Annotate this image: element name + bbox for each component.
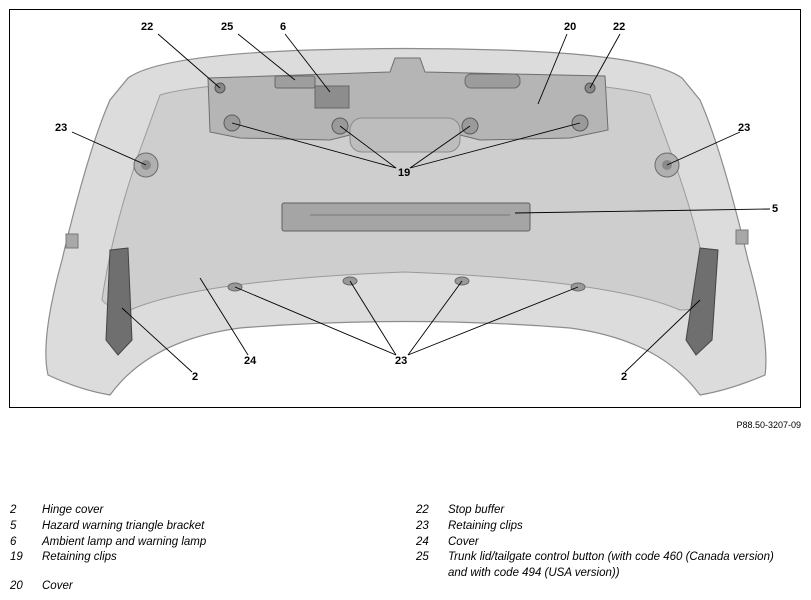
legend-number: 2 <box>10 504 17 516</box>
control-button-part <box>274 75 316 89</box>
legend-text: Hazard warning triangle bracket <box>42 519 205 532</box>
callout-25: 25 <box>221 21 233 33</box>
legend-item: 22 Stop buffer <box>416 503 796 519</box>
legend-item: 5 Hazard warning triangle bracket <box>10 519 370 535</box>
leader-6 <box>284 33 331 93</box>
hazard-bracket-part <box>281 202 531 232</box>
leader-25 <box>237 33 296 81</box>
legend-right-column: 22 Stop buffer 23 Retaining clips 24 Cov… <box>416 503 796 582</box>
legend-number: 6 <box>10 535 17 548</box>
ambient-lamp-part <box>314 85 350 109</box>
legend-item: 2 Hinge cover <box>10 503 370 519</box>
legend-number: 5 <box>10 519 17 532</box>
legend-text: Hinge cover <box>42 504 104 516</box>
callout-2-left: 2 <box>192 371 198 383</box>
callout-22-left: 22 <box>141 21 153 33</box>
leader-5 <box>514 208 771 214</box>
legend-number: 20 <box>10 580 23 593</box>
legend-item: 23 Retaining clips <box>416 519 796 535</box>
leader-lines <box>71 33 771 373</box>
legend-number: 25 <box>416 551 429 564</box>
legend-item: 25 Trunk lid/tailgate control button (wi… <box>416 550 796 582</box>
legend-number: 19 <box>10 551 23 564</box>
callout-22-right: 22 <box>613 21 625 33</box>
legend-text: Retaining clips <box>448 519 523 532</box>
callout-24: 24 <box>244 355 257 367</box>
leader-23-left <box>71 131 147 166</box>
legend-item: 24 Cover <box>416 535 796 551</box>
callout-5: 5 <box>772 203 778 215</box>
callout-23-right: 23 <box>738 122 750 134</box>
legend-item: 19 Retaining clips <box>10 550 370 566</box>
legend-left-column: 2 Hinge cover 5 Hazard warning triangle … <box>10 503 370 595</box>
legend-text: Ambient lamp and warning lamp <box>42 535 207 548</box>
callout-23-left: 23 <box>55 122 67 134</box>
side-bracket-right <box>735 229 749 245</box>
callout-20: 20 <box>564 21 576 33</box>
legend-text: Trunk lid/tailgate control button (with … <box>448 551 774 580</box>
leader-24 <box>199 277 249 356</box>
side-bracket-left <box>65 233 79 249</box>
legend-text: Stop buffer <box>448 504 505 516</box>
legend-text: Cover <box>448 535 479 548</box>
legend-item: 6 Ambient lamp and warning lamp <box>10 535 370 551</box>
callout-2-right: 2 <box>621 371 627 383</box>
legend-item: 20 Cover <box>10 579 370 595</box>
callout-23-bottom: 23 <box>395 355 407 367</box>
leader-23-bottom-b <box>349 280 397 356</box>
trunk-lid-illustration: 22 25 6 20 22 23 23 19 5 2 24 23 2 <box>45 21 778 396</box>
leader-20 <box>537 33 568 105</box>
handle-recess <box>349 117 461 153</box>
figure-reference-code: P88.50-3207-09 <box>736 420 801 430</box>
center-slot <box>464 73 521 89</box>
hinge-cover-right <box>685 247 719 356</box>
leader-19-d <box>409 122 581 169</box>
leader-19-b <box>339 125 397 169</box>
leader-22-right <box>589 33 621 89</box>
callout-6: 6 <box>280 21 286 33</box>
leader-23-bottom-d <box>407 286 579 356</box>
leader-2-right <box>624 299 701 373</box>
leader-23-right <box>666 131 741 166</box>
legend-text: Cover <box>42 580 73 593</box>
leader-2-left <box>121 307 193 373</box>
leader-19-c <box>409 125 471 169</box>
legend-number: 22 <box>416 504 429 516</box>
callout-19: 19 <box>398 167 410 179</box>
trunk-lid-diagram: 22 25 6 20 22 23 23 19 5 2 24 23 2 <box>9 9 801 408</box>
leader-23-bottom-c <box>407 280 463 356</box>
legend-text: Retaining clips <box>42 551 117 564</box>
leader-23-bottom-a <box>234 286 397 356</box>
legend-number: 24 <box>416 535 429 548</box>
leader-19-a <box>231 122 397 169</box>
hinge-cover-left <box>105 247 133 356</box>
legend-number: 23 <box>416 519 429 532</box>
leader-22-left <box>157 33 221 89</box>
